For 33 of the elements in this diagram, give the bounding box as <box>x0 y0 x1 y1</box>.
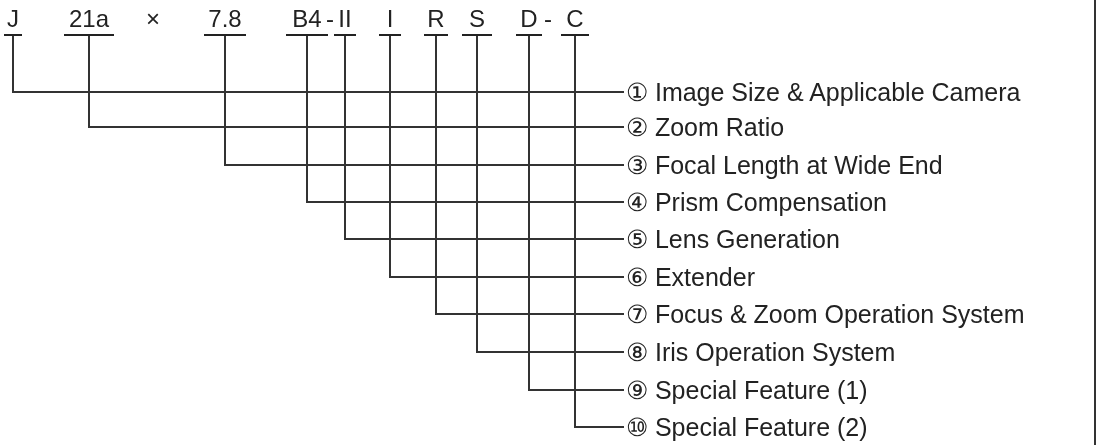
segment-description: ② Zoom Ratio <box>626 112 785 142</box>
segment-description: ⑩ Special Feature (2) <box>626 412 868 442</box>
leader-line <box>306 35 625 203</box>
code-segment: J <box>4 6 22 36</box>
separator-symbol: - <box>326 6 334 32</box>
leader-line <box>12 35 625 93</box>
code-segment: I <box>379 6 401 36</box>
segment-description: ⑥ Extender <box>626 262 755 292</box>
leader-line <box>574 35 625 428</box>
leader-line <box>344 35 625 240</box>
code-segment: 21a <box>64 6 114 36</box>
leader-line <box>435 35 625 315</box>
segment-description: ④ Prism Compensation <box>626 187 887 217</box>
code-segment: II <box>334 6 356 36</box>
separator-symbol: × <box>146 6 160 32</box>
segment-description: ⑨ Special Feature (1) <box>626 375 868 405</box>
code-segment: R <box>424 6 448 36</box>
leader-line <box>476 35 625 353</box>
code-segment: C <box>561 6 589 36</box>
leader-line <box>389 35 625 278</box>
code-segment: S <box>462 6 492 36</box>
leader-line <box>528 35 625 391</box>
separator-symbol: - <box>544 6 552 32</box>
segment-description: ① Image Size & Applicable Camera <box>626 77 1021 107</box>
code-segment: B4 <box>286 6 328 36</box>
segment-description: ⑧ Iris Operation System <box>626 337 896 367</box>
segment-description: ③ Focal Length at Wide End <box>626 150 943 180</box>
segment-description: ⑦ Focus & Zoom Operation System <box>626 299 1025 329</box>
code-segment: D <box>516 6 542 36</box>
segment-description: ⑤ Lens Generation <box>626 224 840 254</box>
code-segment: 7.8 <box>204 6 246 36</box>
leader-line <box>88 35 625 128</box>
leader-line <box>224 35 625 166</box>
